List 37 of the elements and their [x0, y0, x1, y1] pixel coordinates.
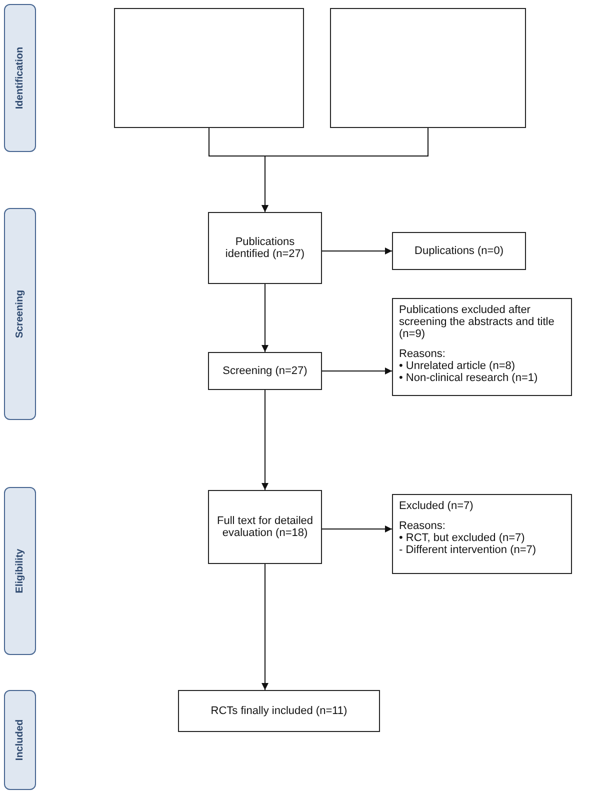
arrow: [262, 284, 268, 352]
reasons-label: Reasons:: [399, 348, 446, 360]
box-heading: Excluded (n=7): [399, 500, 474, 512]
arrow: [322, 368, 392, 374]
phase-label: Included: [14, 719, 26, 761]
phase-label: Eligibility: [14, 548, 26, 594]
box-text: Full text for detailed evaluation (n=18): [216, 515, 314, 539]
box-text: Publications identified (n=27): [224, 236, 306, 260]
arrow: [322, 248, 392, 254]
phase-band: [4, 690, 36, 790]
phase-label: Screening: [14, 290, 26, 338]
box-heading: Publications excluded after screening the abstracts and title (n=9): [399, 304, 556, 340]
process-box: [392, 494, 572, 574]
list-item: • Unrelated article (n=8): [399, 360, 516, 372]
process-box: [208, 352, 322, 390]
empty-box: [330, 8, 526, 128]
phase-label: Identification: [14, 46, 26, 110]
arrow: [322, 526, 392, 532]
list-item: • RCT, but excluded (n=7): [399, 532, 525, 544]
process-box: [392, 298, 572, 396]
arrow: [262, 564, 268, 690]
list-item: - Different intervention (n=7): [399, 544, 536, 556]
box-text: Screening (n=27): [222, 365, 308, 377]
list-item: • Non-clinical research (n=1): [399, 372, 538, 384]
process-box: [178, 690, 380, 732]
phase-band: [4, 487, 36, 655]
process-box: [208, 490, 322, 564]
empty-box: [114, 8, 304, 128]
phase-band: [4, 208, 36, 420]
process-box: [208, 212, 322, 284]
phase-band: [4, 4, 36, 152]
box-text: RCTs finally included (n=11): [210, 705, 348, 717]
reasons-label: Reasons:: [399, 520, 446, 532]
box-text: Duplications (n=0): [414, 245, 504, 257]
process-box: [392, 232, 526, 270]
arrow: [262, 390, 268, 490]
arrow: [262, 128, 428, 212]
